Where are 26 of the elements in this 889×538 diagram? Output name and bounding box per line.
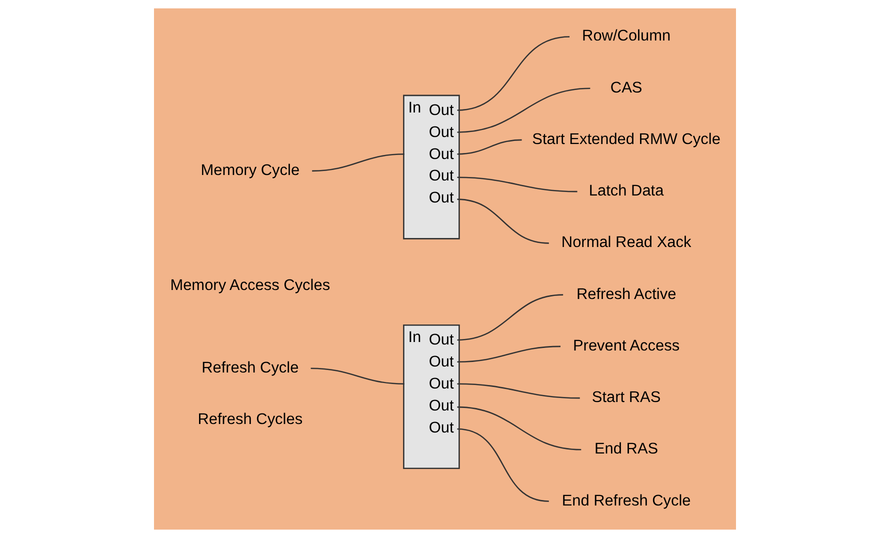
node-text: Memory Cycle xyxy=(200,162,300,179)
connector xyxy=(456,383,580,399)
node-text: CAS xyxy=(610,79,642,96)
connector xyxy=(312,154,404,172)
label: Refresh Cycles xyxy=(197,410,302,428)
connector xyxy=(310,368,404,384)
node-text: Row/Column xyxy=(582,28,670,45)
label: Memory Access Cycles xyxy=(170,276,330,294)
node-text: End RAS xyxy=(594,440,658,458)
connector xyxy=(456,428,548,502)
node-text: Refresh Cycle xyxy=(201,359,298,376)
connector xyxy=(456,176,577,192)
node-text: Start Extended RMW Cycle xyxy=(532,130,720,148)
connector xyxy=(456,36,570,111)
connector xyxy=(456,294,563,341)
node-text: Refresh Active xyxy=(576,286,676,303)
node-text: End Refresh Cycle xyxy=(561,492,690,510)
connector xyxy=(456,406,581,450)
connector xyxy=(456,346,560,363)
node-text: Start RAS xyxy=(591,389,660,406)
connector xyxy=(456,198,548,244)
node-text: Prevent Access xyxy=(572,337,680,354)
node-text: Latch Data xyxy=(588,182,664,200)
node-text: Normal Read Xack xyxy=(560,234,691,252)
connector xyxy=(456,88,590,133)
connector xyxy=(456,139,522,155)
